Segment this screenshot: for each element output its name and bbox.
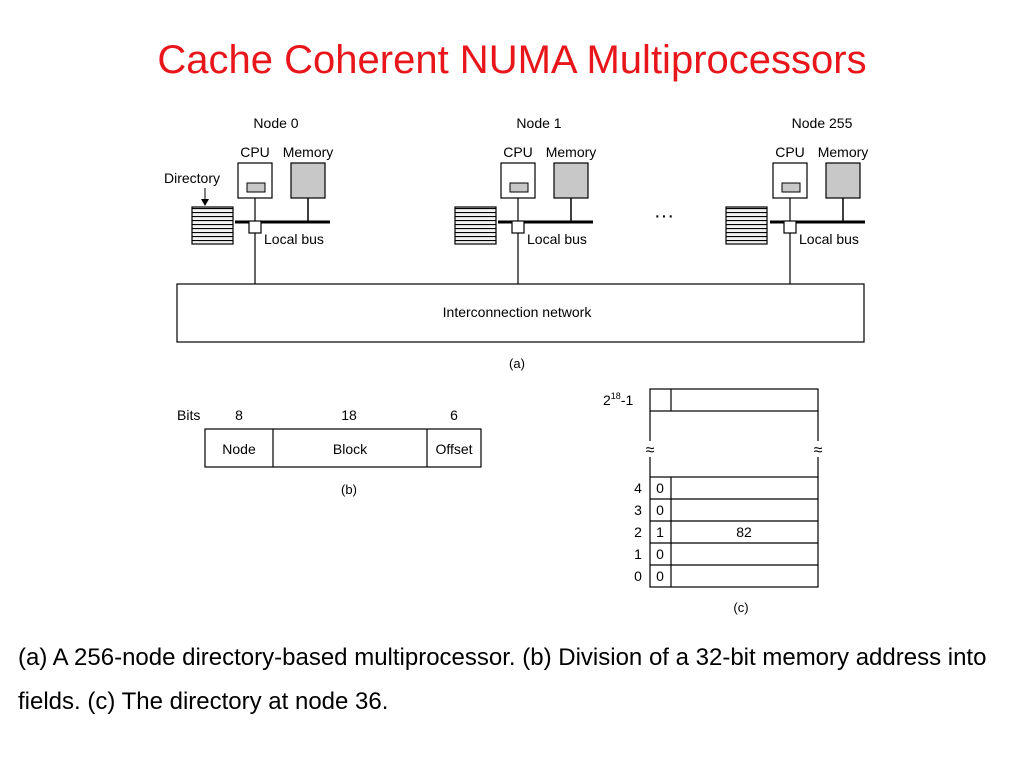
row-index: 1	[634, 546, 642, 562]
slide-title: Cache Coherent NUMA Multiprocessors	[157, 38, 867, 82]
memory-box	[290, 162, 326, 199]
field-bits: 18	[341, 407, 357, 423]
figure-c-sublabel: (c)	[733, 600, 748, 615]
row-valid-bit: 0	[656, 546, 664, 562]
row-valid-bit: 0	[656, 568, 664, 584]
row-index: 4	[634, 480, 642, 496]
break-mark-right: ≈	[814, 442, 823, 459]
network-label: Interconnection network	[443, 304, 593, 320]
numa-diagram: Node 0 CPU Memory Local bus Directory No…	[164, 115, 868, 615]
cpu-label: CPU	[240, 144, 270, 160]
node-0: Node 0 CPU Memory Local bus Directory	[164, 115, 333, 284]
directory-top-row	[649, 388, 819, 412]
cpu-label: CPU	[503, 144, 533, 160]
field-node: Node	[222, 441, 256, 457]
row-valid-bit: 1	[656, 524, 664, 540]
node-1: Node 1 CPU Memory Local bus	[454, 115, 597, 284]
memory-box	[553, 162, 589, 199]
directory-table	[191, 206, 234, 245]
field-block: Block	[333, 441, 368, 457]
figure-c: 218-1 ≈ ≈ 4 0 3 0 2 1 82 1 0 0	[603, 388, 823, 615]
ellipsis: ···	[654, 205, 674, 227]
memory-label: Memory	[818, 144, 869, 160]
node-label: Node 1	[516, 115, 561, 131]
row-index: 0	[634, 568, 642, 584]
node-255: Node 255 CPU Memory Local bus	[725, 115, 869, 284]
figure-b: Bits 8 18 6 Node Block Offset (b)	[177, 407, 482, 497]
local-bus-label: Local bus	[264, 231, 324, 247]
local-bus-label: Local bus	[527, 231, 587, 247]
directory-table	[454, 206, 497, 245]
break-mark-left: ≈	[646, 442, 655, 459]
cache-box	[246, 182, 266, 193]
cache-box	[781, 182, 801, 193]
bus-interface	[511, 220, 525, 234]
node-label: Node 255	[792, 115, 853, 131]
cpu-box	[237, 162, 273, 199]
field-offset: Offset	[435, 441, 472, 457]
local-bus-label: Local bus	[799, 231, 859, 247]
directory-label: Directory	[164, 170, 220, 186]
bus-interface	[248, 220, 262, 234]
field-bits: 8	[235, 407, 243, 423]
memory-box	[825, 162, 861, 199]
cpu-box	[500, 162, 536, 199]
row-valid-bit: 0	[656, 480, 664, 496]
bus-interface	[783, 220, 797, 234]
memory-label: Memory	[283, 144, 334, 160]
top-index-label: 218-1	[603, 391, 633, 408]
slide-caption: (a) A 256-node directory-based multiproc…	[18, 644, 987, 715]
row-index: 3	[634, 502, 642, 518]
cache-box	[509, 182, 529, 193]
directory-entries	[649, 476, 819, 588]
directory-table	[725, 206, 768, 245]
interconnection-network	[176, 283, 865, 343]
memory-label: Memory	[546, 144, 597, 160]
figure-a: Node 0 CPU Memory Local bus Directory No…	[164, 115, 868, 371]
row-node: 82	[736, 524, 752, 540]
node-label: Node 0	[253, 115, 298, 131]
figure-a-sublabel: (a)	[509, 356, 525, 371]
figure-b-sublabel: (b)	[341, 482, 357, 497]
cpu-label: CPU	[775, 144, 805, 160]
field-bits: 6	[450, 407, 458, 423]
address-fields-box	[204, 428, 482, 468]
directory-arrow	[201, 199, 209, 206]
bits-label: Bits	[177, 407, 200, 423]
cpu-box	[772, 162, 808, 199]
row-index: 2	[634, 524, 642, 540]
row-valid-bit: 0	[656, 502, 664, 518]
